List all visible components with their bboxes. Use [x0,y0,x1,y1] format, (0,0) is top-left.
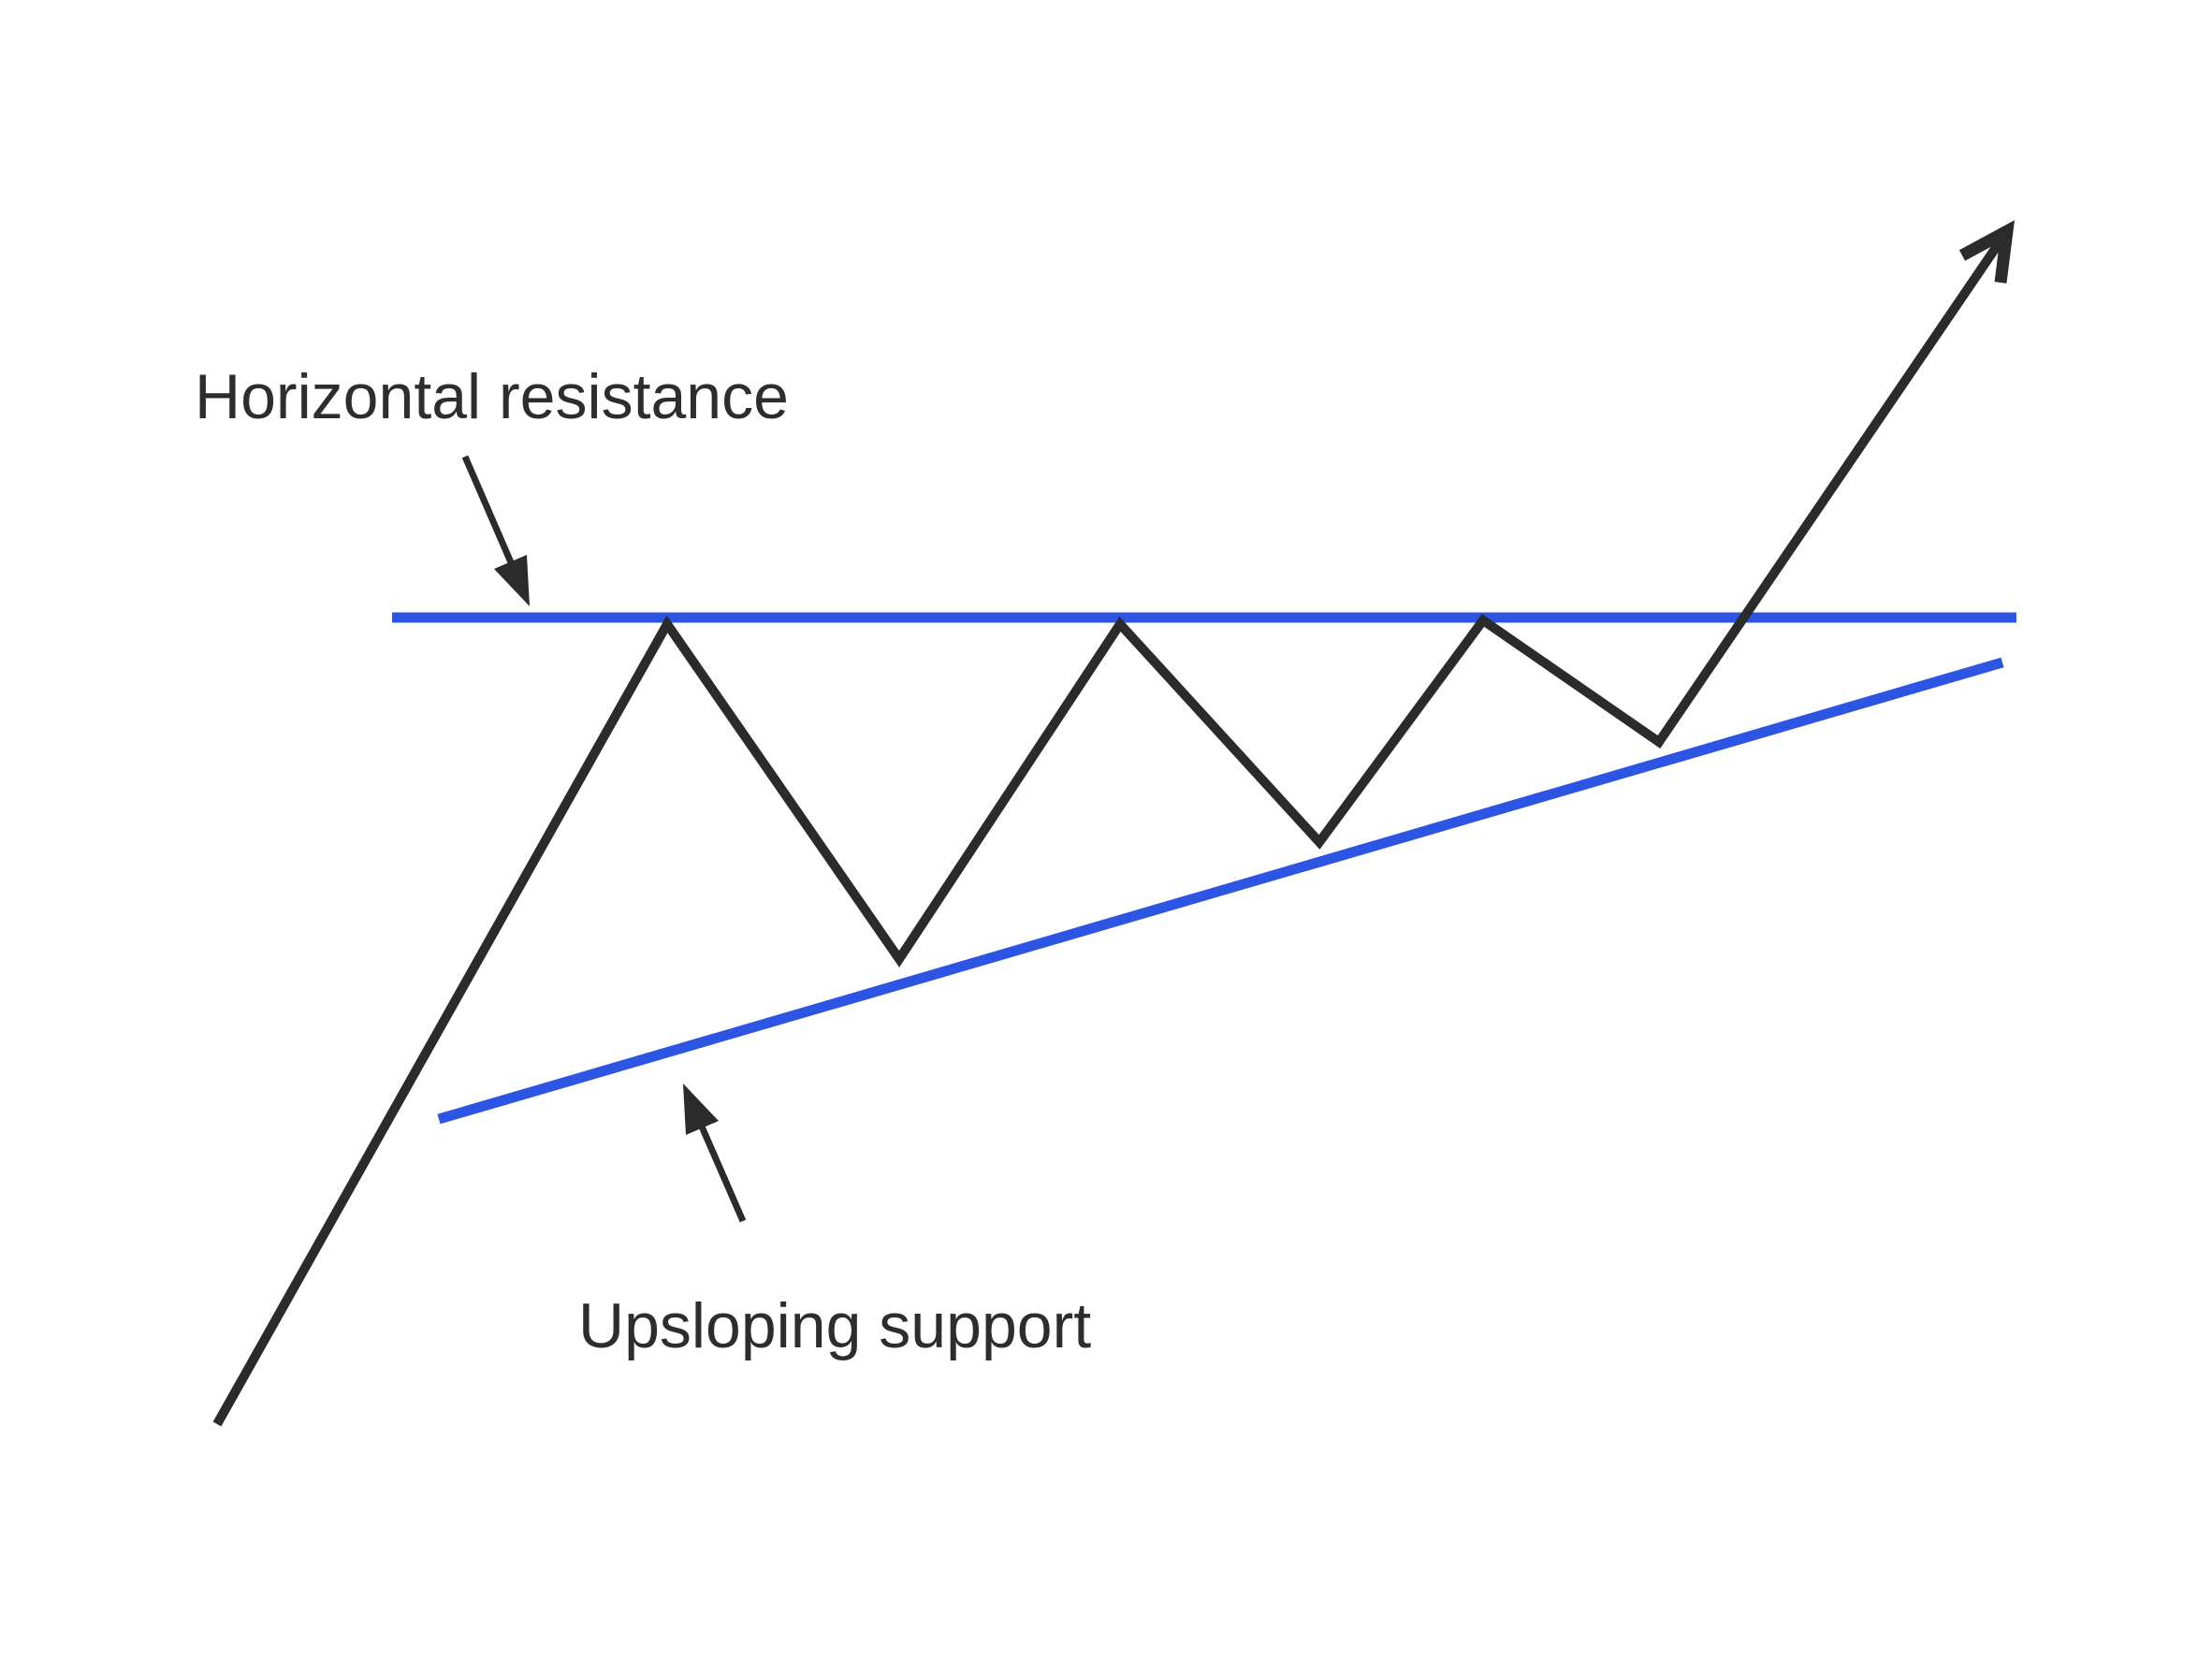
resistance-label: Horizontal resistance [195,361,789,432]
support-pointer-arrowhead-icon [683,1084,719,1135]
support-pointer-arrow-shaft [698,1125,747,1223]
support-label: Upsloping support [578,1290,1091,1361]
price-line [212,228,2012,1427]
support-line [437,657,2004,1125]
resistance-pointer-arrowhead-icon [494,555,530,606]
resistance-pointer-arrow-shaft [461,455,515,564]
breakout-arrowhead-icon [1958,220,2016,284]
